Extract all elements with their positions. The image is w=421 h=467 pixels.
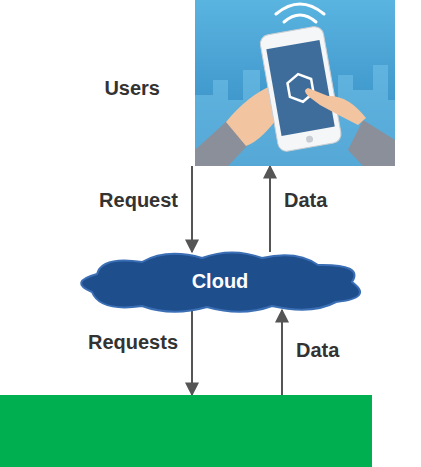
- arrow-connector: [191, 166, 193, 252]
- cloud-shape: Cloud: [72, 252, 368, 310]
- arrow-connector: [191, 310, 193, 395]
- edge-label: Request: [99, 188, 178, 212]
- node-label: Cloud: [192, 269, 249, 293]
- server-band: [0, 395, 372, 467]
- arrow-connector: [269, 166, 271, 252]
- users-illustration: Users: [188, 0, 398, 166]
- arrow-connector: [281, 310, 283, 395]
- edge-label: Requests: [88, 330, 178, 354]
- edge-label: Data: [296, 338, 339, 362]
- phone-illustration: [188, 0, 398, 166]
- edge-label: Data: [284, 188, 327, 212]
- node-heading: Users: [104, 76, 160, 100]
